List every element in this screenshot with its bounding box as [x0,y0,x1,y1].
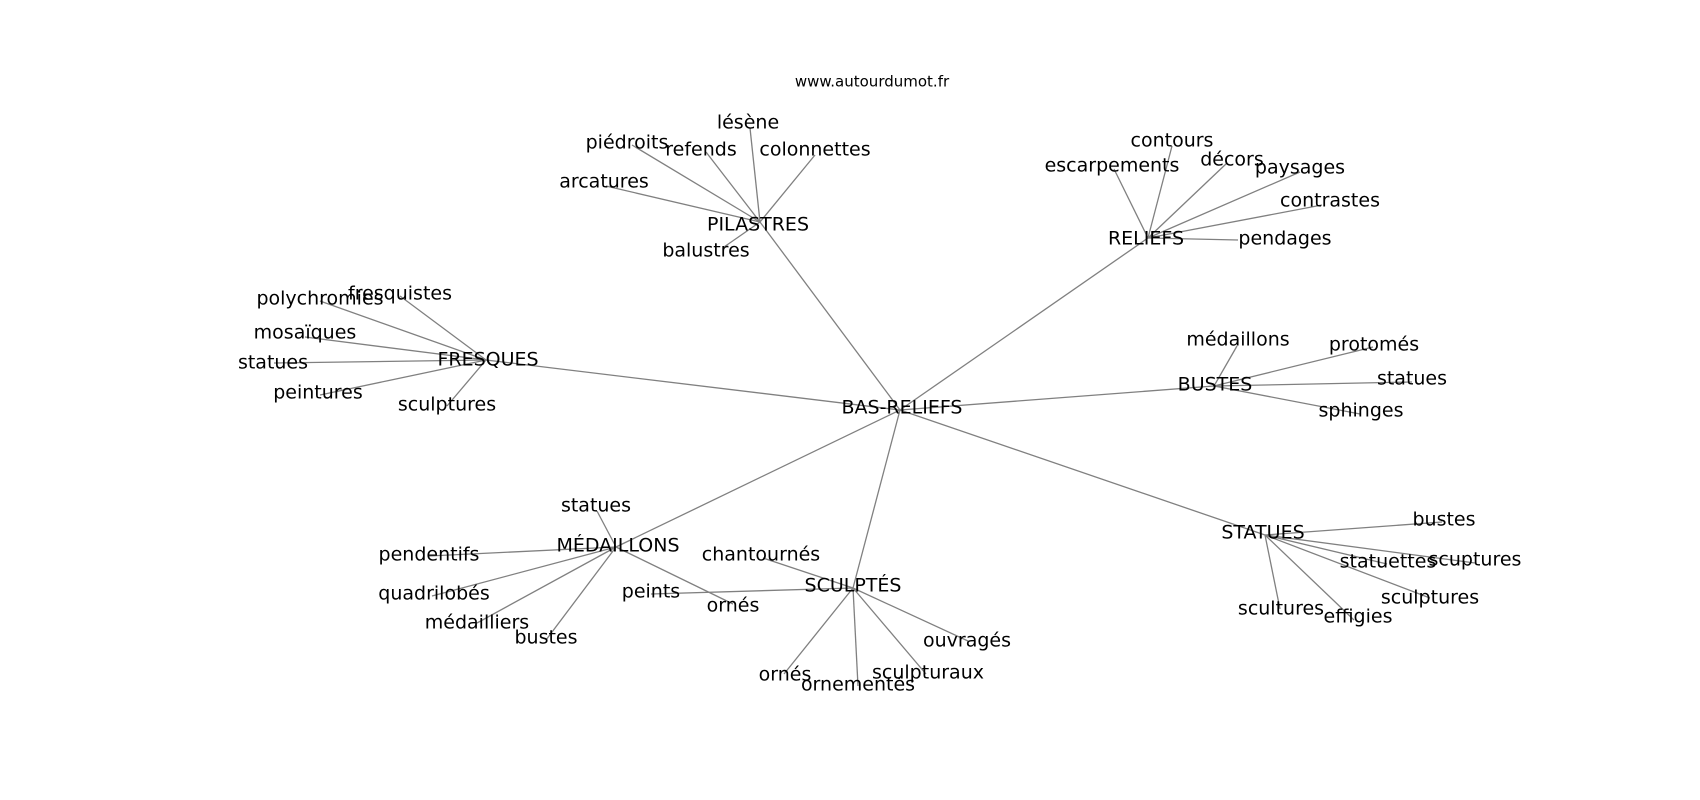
edge-sculptes-peints [650,587,854,595]
edge-bustes-statues [1213,381,1413,387]
node-reliefs-contours: contours [1131,130,1214,152]
node-fresques-sculptures: sculptures [398,394,496,416]
node-sculptes-peints: peints [622,581,680,603]
node-medaillons-quadrilobes: quadrilobés [378,583,489,605]
edge-bustes-protomes [1213,346,1374,387]
edge-fresques-mosaiques [304,336,487,361]
edge-center-medaillons [615,409,901,548]
edge-reliefs-paysages [1147,171,1301,239]
edge-statues-scuptures [1264,534,1476,564]
edge-pilastres-arcatures [605,185,761,223]
node-statues-sculptures: sculptures [1381,587,1479,609]
edge-sculptes-ornementes [852,587,859,687]
node-sculptes-ornementes: ornementés [801,674,915,696]
site-watermark: www.autourdumot.fr [795,73,950,91]
edge-medaillons-medailliers [476,546,617,624]
edge-center-fresques [485,359,901,411]
edge-pilastres-piedroits [631,144,761,223]
node-pilastres-balustres: balustres [662,240,749,262]
node-statues-statuettes: statuettes [1340,551,1437,573]
edge-medaillons-statues [596,510,617,548]
node-pilastres-lesene: lésène [717,112,779,134]
edge-reliefs-decors [1147,162,1228,239]
node-center: BAS-RELIEFS [841,397,962,419]
edge-center-statues [899,409,1266,536]
edge-medaillons-bustes [545,546,617,641]
node-pilastres: PILASTRES [707,214,809,236]
edge-fresques-statues [273,359,487,364]
edges [273,127,1476,687]
edge-fresques-polychromies [319,300,487,361]
edge-fresques-peintures [319,359,487,396]
node-fresques-fresquistes: fresquistes [348,283,452,305]
node-sculptes-sculpturaux: sculpturaux [872,662,984,684]
node-fresques-statues: statues [238,352,308,374]
edge-pilastres-colonnettes [759,154,816,223]
node-bustes-sphinges: sphinges [1319,400,1404,422]
edge-pilastres-refends [705,151,761,223]
node-sculptes-ornes: ornés [759,664,812,686]
node-bustes: BUSTES [1178,374,1253,396]
edge-sculptes-ouvrages [852,587,969,642]
edge-pilastres-lesene [749,127,761,223]
node-sculptes: SCULPTÉS [805,574,902,597]
node-statues: STATUES [1221,522,1304,544]
node-fresques-mosaiques: mosaïques [254,322,357,344]
node-medaillons: MÉDAILLONS [556,534,679,557]
node-reliefs-contrastes: contrastes [1280,190,1380,212]
node-pilastres-arcatures: arcatures [559,171,649,193]
edge-fresques-sculptures [446,359,487,407]
edge-medaillons-ornes [615,546,734,605]
labels: BAS-RELIEFS PILASTRES lésène piédroitsrefen… [238,112,1522,696]
node-fresques-peintures: peintures [273,382,363,404]
edge-reliefs-contrastes [1147,204,1323,239]
node-bustes-medaillons: médaillons [1186,329,1289,351]
node-medaillons-statues: statues [561,495,631,517]
edge-reliefs-contours [1147,145,1173,239]
edge-statues-scultures [1264,534,1281,610]
edge-pilastres-balustres [723,221,761,248]
node-reliefs-paysages: paysages [1255,157,1345,179]
edge-sculptes-chantournes [762,557,854,589]
node-sculptes-ouvrages: ouvragés [923,630,1011,652]
node-statues-scultures: scultures [1238,598,1324,620]
node-pilastres-refends: refends [665,139,736,161]
node-fresques-polychromies: polychromies [256,288,383,310]
edge-statues-bustes [1264,521,1443,536]
edge-statues-effigies [1264,534,1355,621]
node-statues-scuptures: scuptures [1429,549,1522,571]
node-statues-bustes: bustes [1412,509,1475,531]
edge-statues-sculptures [1264,534,1431,599]
edge-reliefs-pendages [1147,237,1239,241]
edge-medaillons-quadrilobes [431,546,617,597]
node-reliefs-escarpements: escarpements [1045,155,1180,177]
node-sculptes-chantournes: chantournés [702,544,820,566]
node-pilastres-colonnettes: colonnettes [759,139,870,161]
edge-center-bustes [899,385,1215,411]
edge-statues-statuettes [1264,534,1388,565]
edge-fresques-fresquistes [399,295,487,361]
node-bustes-statues: statues [1377,368,1447,390]
node-medaillons-ornes: ornés [707,595,760,617]
node-bustes-protomes: protomés [1329,334,1419,356]
edge-sculptes-sculpturaux [852,587,927,675]
edge-center-pilastres [759,221,901,411]
edge-bustes-sphinges [1213,385,1361,415]
edge-sculptes-ornes [783,587,854,675]
node-medaillons-pendentifs: pendentifs [379,544,480,566]
node-reliefs-pendages: pendages [1238,228,1331,250]
node-medaillons-bustes: bustes [514,627,577,649]
node-medaillons-medailliers: médailliers [425,612,529,634]
edge-medaillons-pendentifs [428,546,617,557]
edge-bustes-medaillons [1213,345,1238,387]
node-reliefs: RELIEFS [1108,228,1184,250]
node-statues-effigies: effigies [1324,606,1393,628]
node-pilastres-piedroits: piédroits [586,132,669,154]
edge-reliefs-escarpements [1113,168,1149,239]
edge-center-reliefs [899,237,1149,411]
node-reliefs-decors: décors [1200,149,1264,171]
node-fresques: FRESQUES [437,349,538,371]
edge-center-sculptes [852,409,901,589]
